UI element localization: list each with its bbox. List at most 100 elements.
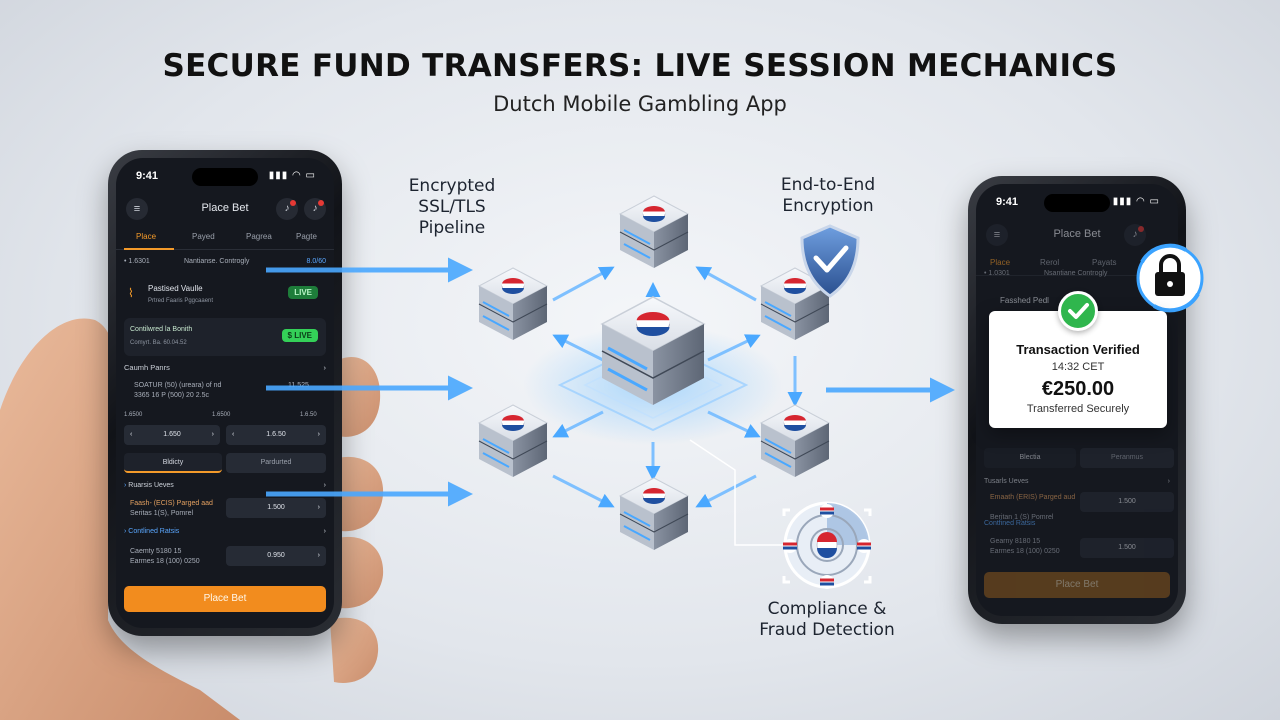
- server-node-bottom: [619, 477, 689, 551]
- section3-line2: Earmes 18 (100) 0250: [990, 548, 1060, 555]
- info-row-mid: Nantianse. Controgly: [184, 258, 250, 265]
- odds-button-1-label: 1.650: [163, 431, 181, 438]
- tab-place[interactable]: Place: [990, 258, 1011, 267]
- tab-pagrea[interactable]: Pagrea: [246, 232, 272, 241]
- tab-payed[interactable]: Payed: [192, 232, 215, 241]
- odds-button-1[interactable]: ‹ 1.650 ›: [124, 425, 220, 445]
- dynamic-island: [1044, 194, 1110, 212]
- section-header-2[interactable]: Tusarls Ueves ›: [984, 478, 1170, 485]
- left-phone-screen: 9:41 ▮▮▮ ◠ ▭ ≡ Place Bet ♪ ♪ Place Payed…: [116, 158, 334, 628]
- odds-button-2[interactable]: ‹ 1.6.50 ›: [226, 425, 326, 445]
- live-badge: LIVE: [288, 286, 318, 299]
- section3-line1: Caemty 5180 15: [130, 548, 182, 555]
- status-time: 9:41: [136, 170, 159, 182]
- chevron-right-icon: ›: [211, 431, 214, 438]
- e2e-label-line1: End-to-End: [780, 175, 876, 195]
- section2-line2: Seritas 1(S), Pomrel: [130, 510, 194, 517]
- info-row: • 1.0301 Nsantiane Controgly: [984, 270, 1170, 277]
- status-icons: ▮▮▮ ◠ ▭: [1112, 196, 1160, 207]
- server-node-left-lower: [478, 404, 548, 478]
- chevron-right-icon: ›: [317, 431, 320, 438]
- chevron-left-icon: ‹: [130, 431, 133, 438]
- market-card-1[interactable]: ⌇ Pastised Vaulle Prtred Faaris Pggcaaen…: [124, 276, 326, 316]
- info-row-left: • 1.6301: [124, 258, 150, 265]
- tab-rerol[interactable]: Rerol: [1040, 258, 1060, 267]
- odds-button-4[interactable]: 1.500: [1080, 538, 1174, 558]
- section3-title: Contlined Ratsis: [128, 528, 180, 535]
- e2e-label-line2: Encryption: [782, 196, 874, 216]
- card2-sub: Comyrt. Ba. 60.04.52: [130, 340, 187, 346]
- compliance-label: Compliance & Fraud Detection: [737, 599, 917, 641]
- info-row-mid: Nsantiane Controgly: [1044, 270, 1108, 277]
- segment-left[interactable]: Bldicty: [124, 453, 222, 473]
- odds-button-3-label: 1.500: [1118, 498, 1136, 505]
- status-time: 9:41: [996, 196, 1019, 208]
- notification-icon[interactable]: ♪: [304, 198, 326, 220]
- e2e-label: End-to-End Encryption: [748, 175, 908, 217]
- odds-button-4-label: 0.950: [267, 552, 285, 559]
- left-tabs: Place Payed Pagrea Pagte: [116, 228, 334, 250]
- odds-button-4[interactable]: 0.950 ›: [226, 546, 326, 566]
- right-topbar-title: Place Bet: [1053, 228, 1101, 240]
- tab-pagte[interactable]: Pagte: [296, 232, 317, 241]
- market-card-2[interactable]: Contilwred la Bonith Comyrt. Ba. 60.04.5…: [124, 318, 326, 356]
- odds-button-2-label: 1.6.50: [266, 431, 286, 438]
- compliance-label-line2: Fraud Detection: [759, 620, 895, 640]
- chevron-right-icon: ›: [124, 528, 129, 535]
- compliance-connector: [689, 439, 790, 546]
- pipeline-label-line3: Pipeline: [418, 218, 486, 238]
- left-phone: 9:41 ▮▮▮ ◠ ▭ ≡ Place Bet ♪ ♪ Place Payed…: [108, 150, 342, 636]
- card1-title: Pastised Vaulle: [148, 284, 203, 293]
- status-icons: ▮▮▮ ◠ ▭: [268, 170, 316, 181]
- menu-icon[interactable]: ≡: [126, 198, 148, 220]
- left-topbar: ≡ Place Bet ♪ ♪: [116, 194, 334, 224]
- tab-place[interactable]: Place: [136, 232, 157, 241]
- compliance-target-icon: [782, 501, 872, 589]
- info-row-right: 8.0/60: [306, 258, 326, 265]
- transaction-verified-card: Transaction Verified 14:32 CET €250.00 T…: [989, 291, 1167, 428]
- odds-button-3[interactable]: 1.500: [1080, 492, 1174, 512]
- hand-illustration: [0, 318, 384, 720]
- verified-title: Transaction Verified: [1016, 342, 1140, 357]
- section-header-1[interactable]: Caumh Panrs ›: [124, 363, 326, 372]
- segment-right[interactable]: Peranmus: [1080, 448, 1174, 468]
- place-bet-button[interactable]: Place Bet: [124, 586, 326, 612]
- info-row: • 1.6301 Nantianse. Controgly 8.0/60: [124, 258, 326, 265]
- section2-line1: Faash- (ECIS) Parged aad: [130, 500, 213, 507]
- menu-icon[interactable]: ≡: [986, 224, 1008, 246]
- verified-amount: €250.00: [1041, 378, 1115, 400]
- segment-left[interactable]: Blectia: [984, 448, 1076, 468]
- section3-line2: Earmes 18 (100) 0250: [130, 558, 200, 565]
- checkmark-icon: [1058, 291, 1098, 331]
- chevron-left-icon: ‹: [232, 431, 235, 438]
- card-title: Fasshed Pedl: [1000, 296, 1049, 305]
- chevron-right-icon: ›: [1167, 478, 1170, 485]
- place-bet-button[interactable]: Place Bet: [984, 572, 1170, 598]
- section-header-2[interactable]: › Ruarsis Ueves ›: [124, 482, 326, 489]
- bell-icon[interactable]: ♪: [276, 198, 298, 220]
- compliance-label-line1: Compliance &: [767, 599, 887, 619]
- card1-sub: Prtred Faaris Pggcaaent: [148, 298, 214, 304]
- server-node-top: [619, 195, 689, 269]
- section2-line1: Emaath (ERIS) Parged aud: [990, 494, 1076, 501]
- info-row-left: • 1.0301: [984, 270, 1010, 277]
- pipeline-label-line2: SSL/TLS: [418, 197, 486, 217]
- segment-right[interactable]: Pardurted: [226, 453, 326, 473]
- section3-line1: Gearny 8180 15: [990, 538, 1041, 545]
- odds-button-3[interactable]: 1.500 ›: [226, 498, 326, 518]
- live-badge-bright: $ LIVE: [281, 329, 318, 342]
- section1-smalls: 1.6500 1.6500 1.6.50: [124, 412, 326, 418]
- pipeline-label-line1: Encrypted: [408, 176, 496, 196]
- chevron-right-icon: ›: [317, 504, 320, 511]
- small-odds-1: 1.6500: [124, 412, 143, 418]
- bell-icon[interactable]: ♪: [1124, 224, 1146, 246]
- lock-icon: [1136, 243, 1204, 313]
- verified-status: Transferred Securely: [1026, 403, 1130, 415]
- chevron-right-icon: ›: [323, 482, 326, 489]
- section-header-3[interactable]: Contfined Ratsis: [984, 520, 1036, 527]
- odds-button-3-label: 1.500: [267, 504, 285, 511]
- pipeline-label: Encrypted SSL/TLS Pipeline: [382, 176, 522, 239]
- tab-payats[interactable]: Payats: [1092, 258, 1117, 267]
- verified-time: 14:32 CET: [1051, 361, 1105, 373]
- section-header-3[interactable]: › Contlined Ratsis ›: [124, 528, 326, 535]
